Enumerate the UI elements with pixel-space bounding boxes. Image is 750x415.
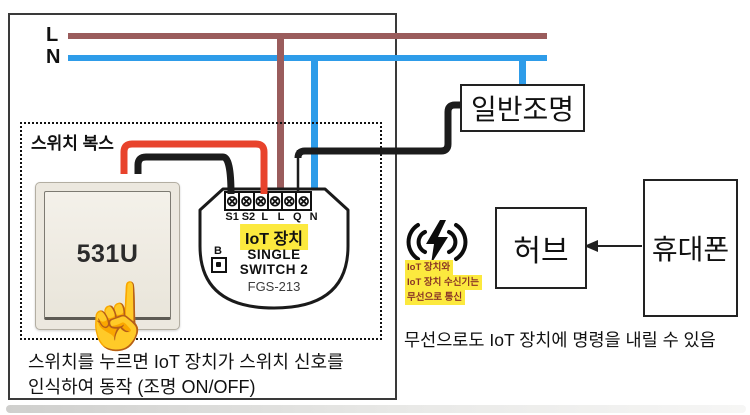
device-name-line2: SWITCH 2 bbox=[239, 262, 309, 277]
phone-box: 휴대폰 bbox=[643, 179, 738, 317]
wireless-note-line: 무선으로 통신 bbox=[405, 290, 466, 305]
wireless-note-line: IoT 장치 수신기는 bbox=[405, 275, 482, 290]
wireless-signal-icon bbox=[406, 220, 468, 264]
switch-caption: 스위치를 누르면 IoT 장치가 스위치 신호를 인식하여 동작 (조명 ON/… bbox=[28, 350, 344, 400]
terminal-label-l: L bbox=[261, 211, 269, 223]
device-b-button: B bbox=[211, 245, 227, 273]
terminal-label-q: Q bbox=[293, 211, 302, 223]
l-bus-wire bbox=[68, 33, 547, 39]
l-drop-wire bbox=[277, 33, 284, 193]
iot-device-highlight-label: IoT 장치 bbox=[240, 224, 308, 250]
device-model-number: FGS-213 bbox=[247, 279, 301, 294]
switch-caption-line1: 스위치를 누르면 IoT 장치가 스위치 신호를 bbox=[28, 352, 344, 372]
wireless-caption: 무선으로도 IoT 장치에 명령을 내릴 수 있음 bbox=[404, 330, 716, 350]
hub-box: 허브 bbox=[495, 207, 587, 289]
n-drop-to-light-wire bbox=[519, 55, 526, 86]
hub-label: 허브 bbox=[513, 235, 569, 268]
phone-label: 휴대폰 bbox=[651, 234, 730, 265]
terminal-label-s1: S1 bbox=[225, 211, 239, 223]
b-button-icon bbox=[211, 257, 227, 273]
terminal-screw-n: ⊗ bbox=[295, 191, 312, 211]
switch-model-label: 531U bbox=[76, 240, 139, 268]
lightning-bolt-icon bbox=[426, 220, 448, 264]
line-l-label: L bbox=[46, 24, 59, 46]
general-light-label: 일반조명 bbox=[470, 94, 575, 125]
general-light-box: 일반조명 bbox=[460, 84, 585, 132]
device-name-line1: SINGLE bbox=[247, 247, 301, 262]
switch-caption-line2: 인식하여 동작 (조명 ON/OFF) bbox=[28, 377, 256, 397]
tap-hand-icon: ☝ bbox=[78, 280, 158, 352]
wall-switch: 531U bbox=[35, 182, 180, 330]
line-n-label: N bbox=[46, 46, 61, 68]
b-button-label: B bbox=[214, 245, 222, 257]
terminal-label-s2: S2 bbox=[241, 211, 256, 223]
iot-device-labels: IoT 장치 SINGLE SWITCH 2 FGS-213 B bbox=[197, 186, 351, 311]
terminal-label-l: L bbox=[277, 211, 285, 223]
terminal-label-n: N bbox=[309, 211, 318, 223]
switch-box-outline bbox=[20, 122, 382, 340]
bottom-shadow-band bbox=[6, 405, 746, 413]
wireless-note-line: IoT 장치와 bbox=[405, 260, 454, 275]
n-bus-wire bbox=[68, 55, 547, 61]
wall-switch-rocker: 531U bbox=[44, 191, 171, 320]
outer-frame bbox=[8, 13, 397, 400]
switch-box-label: 스위치 복스 bbox=[31, 134, 114, 153]
terminal-screw-q: ⊗ bbox=[281, 191, 298, 211]
wireless-note: IoT 장치와 IoT 장치 수신기는 무선으로 통신 bbox=[405, 260, 482, 305]
